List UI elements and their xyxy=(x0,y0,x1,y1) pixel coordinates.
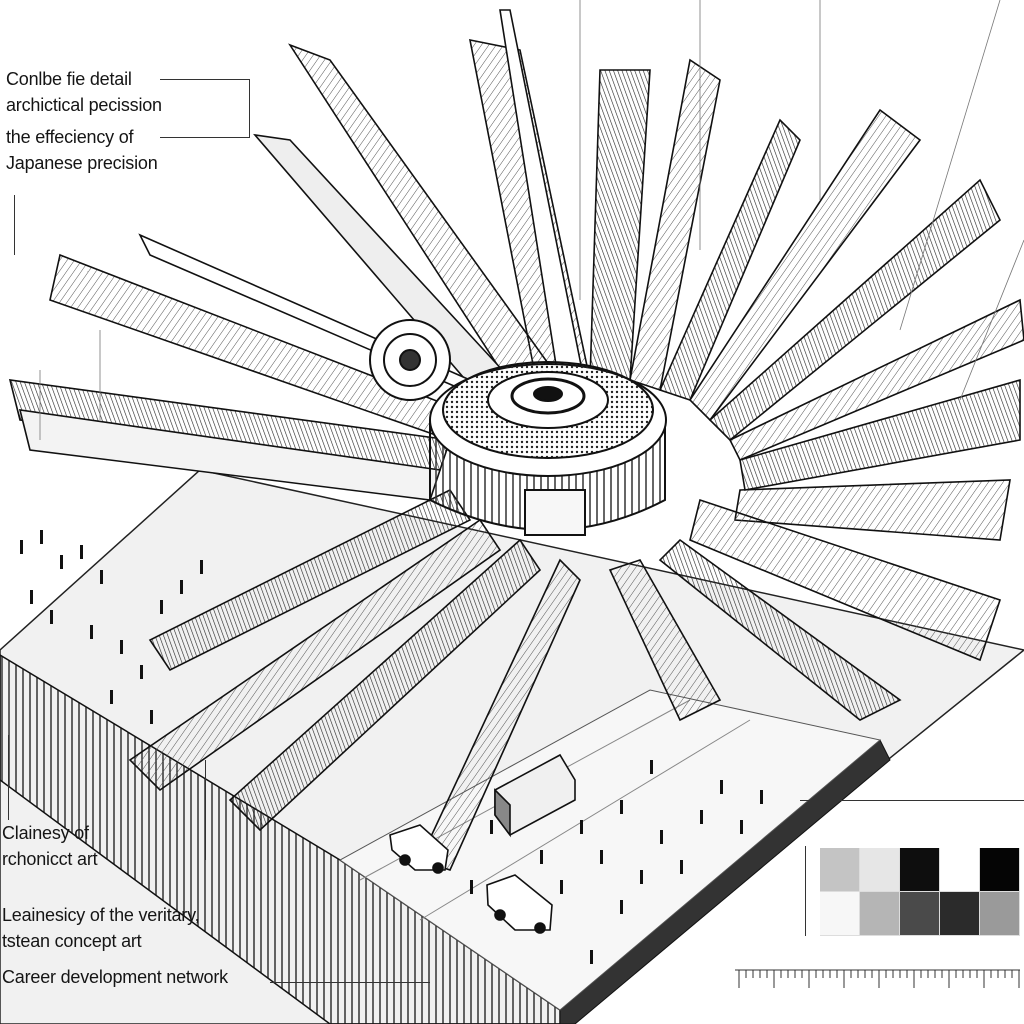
vehicles xyxy=(389,753,576,934)
swatch-r2-5 xyxy=(980,892,1020,936)
callout-line-b xyxy=(8,735,9,820)
annotation-career-network: Career development network xyxy=(2,967,228,987)
swatch-r2-2 xyxy=(860,892,900,936)
central-hub xyxy=(369,319,667,536)
callout-line-1-drop xyxy=(249,79,250,137)
callout-line-swatch xyxy=(805,846,806,936)
swatch-r2-3 xyxy=(900,892,940,936)
annotation-architectural-precision: archictical pecission xyxy=(6,95,162,115)
swatch-r2-4 xyxy=(940,892,980,936)
swatch-r1-4 xyxy=(940,848,980,892)
construction-lines xyxy=(39,0,1024,440)
swatch-r1-2 xyxy=(860,848,900,892)
scale-ruler-icon xyxy=(735,969,1020,988)
swatch-r1-5 xyxy=(980,848,1020,892)
annotation-veritary: Leainesicy of the veritary, xyxy=(2,905,200,925)
callout-line-b-drop xyxy=(205,760,206,860)
annotation-architect-art: rchonicct art xyxy=(2,849,98,869)
annotation-concept-art: tstean concept art xyxy=(2,931,142,951)
swatch-r2-1 xyxy=(820,892,860,936)
swatch-r1-1 xyxy=(820,848,860,892)
crowd-figures xyxy=(20,530,763,964)
grayscale-swatches xyxy=(820,848,1020,936)
callout-line-left xyxy=(14,195,15,255)
annotation-clainesy-of: Clainesy of xyxy=(2,823,89,843)
annotation-efficiency-of: the effeciency of xyxy=(6,127,134,147)
callout-line-2 xyxy=(160,137,250,138)
callout-line-c xyxy=(270,982,430,983)
callout-line-1 xyxy=(160,79,250,80)
annotation-japanese-precision: Japanese precision xyxy=(6,153,158,173)
swatch-r1-3 xyxy=(900,848,940,892)
callout-line-right xyxy=(800,800,1024,801)
annotation-fine-detail: Conlbe fie detail xyxy=(6,69,132,89)
